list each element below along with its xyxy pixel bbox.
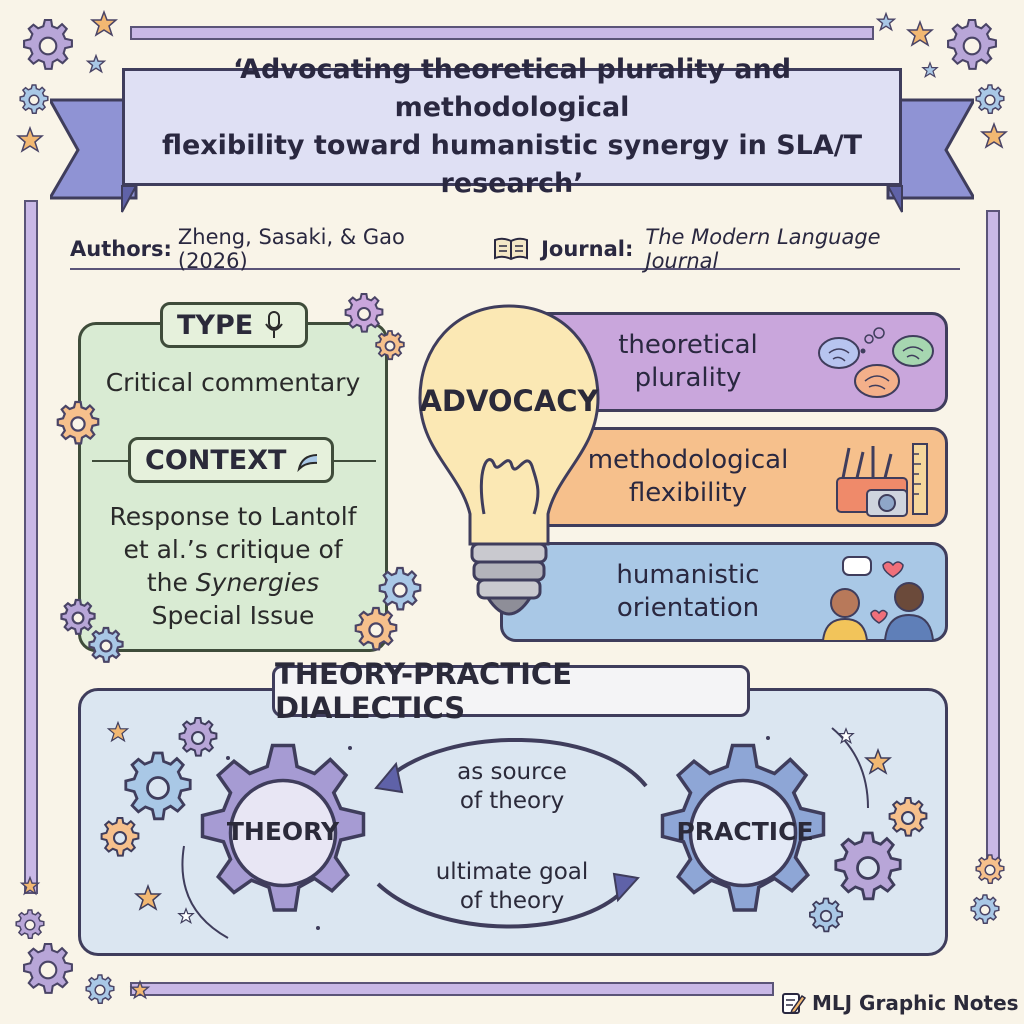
type-label: TYPE	[177, 309, 254, 341]
footer-label: MLJ Graphic Notes	[812, 991, 1019, 1015]
context-line-1: Response to Lantolf	[109, 502, 357, 531]
advocacy-band-humanistic-orientation: humanistic orientation	[500, 542, 948, 642]
band-label-line-1: humanistic	[616, 560, 760, 590]
context-line-3-emphasis: Synergies	[195, 568, 320, 597]
star-icon	[107, 721, 129, 742]
gear-icon	[970, 894, 1000, 924]
bottom-arrow-caption-line-2: of theory	[459, 888, 565, 914]
type-tag: TYPE	[160, 302, 308, 348]
gear-icon	[100, 816, 140, 857]
band-label-line-2: orientation	[616, 593, 760, 623]
dialectics-diagram	[100, 716, 928, 939]
theory-to-practice-arrow	[376, 882, 628, 929]
gear-icon	[375, 330, 405, 361]
band-label: theoretical plurality	[573, 329, 803, 395]
gear-icon	[344, 292, 384, 333]
context-line-3: the Synergies	[85, 566, 381, 599]
gear-icon	[19, 84, 49, 114]
band-label-line-1: theoretical	[618, 330, 758, 360]
gear-icon	[378, 566, 422, 611]
gear-icon	[56, 400, 100, 445]
star-icon	[178, 908, 194, 924]
journal-value: The Modern Language Journal	[645, 225, 881, 273]
gear-icon	[947, 18, 997, 70]
gear-icon	[178, 716, 218, 757]
theory-gear-label: THEORY	[226, 817, 340, 846]
citation-line: Authors: Zheng, Sasaki, & Gao (2026) Jou…	[70, 225, 960, 273]
gear-icon	[809, 897, 843, 933]
gear-icon	[354, 606, 398, 651]
advocacy-band-theoretical-plurality: theoretical plurality	[500, 312, 948, 412]
practice-to-theory-arrow	[386, 738, 648, 788]
gear-icon	[975, 84, 1005, 114]
top-arrow-caption-line-2: of theory	[459, 788, 565, 814]
journal-label: Journal:	[541, 237, 634, 261]
gear-icon	[85, 974, 115, 1004]
authors-label: Authors:	[70, 237, 172, 261]
gear-icon	[15, 909, 45, 939]
band-label: methodological flexibility	[573, 444, 803, 510]
gear-icon	[124, 751, 192, 821]
band-label-line-1: methodological	[587, 445, 789, 475]
authors-value: Zheng, Sasaki, & Gao (2026)	[177, 225, 405, 273]
gear-icon	[23, 18, 73, 70]
context-value: Response to Lantolf et al.’s critique of…	[85, 500, 381, 632]
people-conversation-icon	[821, 556, 935, 641]
type-context-panel	[78, 322, 388, 652]
top-arrow-caption-line-1: as source	[457, 759, 567, 785]
gear-icon	[88, 626, 124, 663]
star-icon	[865, 749, 891, 774]
bottom-rail	[130, 982, 774, 996]
advocacy-label: ADVOCACY	[419, 384, 599, 418]
notepad-pencil-icon	[782, 993, 806, 1015]
practice-gear-label: PRACTICE	[676, 817, 814, 846]
title-banner: ‘Advocating theoretical plurality and me…	[122, 54, 902, 199]
gear-icon	[23, 942, 73, 994]
context-line-4: Special Issue	[151, 601, 315, 630]
gear-icon	[834, 831, 902, 901]
practice-gear	[660, 743, 826, 912]
lightbulb-icon	[418, 304, 600, 616]
band-label-line-2: flexibility	[628, 478, 748, 508]
title-ribbon-tails	[50, 98, 974, 213]
left-rail	[24, 200, 38, 894]
bottom-arrow-caption-line-1: ultimate goal	[435, 859, 589, 885]
arrow-right-icon	[297, 454, 317, 473]
bottom-arrow-caption: ultimate goal of theory	[412, 858, 612, 916]
title-line-1: ‘Advocating theoretical plurality and me…	[232, 54, 792, 123]
brains-icon	[818, 327, 934, 398]
band-label-line-2: plurality	[634, 363, 742, 393]
top-rail	[130, 26, 874, 40]
book-icon	[494, 237, 529, 261]
microphone-icon	[265, 311, 284, 338]
gear-icon	[975, 854, 1005, 884]
band-label: humanistic orientation	[573, 559, 803, 625]
footer-credit: MLJ Graphic Notes	[780, 986, 1020, 1020]
title-line-2: flexibility toward humanistic synergy in…	[161, 130, 863, 199]
context-line-2: et al.’s critique of	[123, 535, 343, 564]
gear-icon	[888, 796, 928, 837]
context-label: CONTEXT	[145, 444, 287, 476]
toolbox-icon	[836, 443, 928, 517]
top-arrow-caption: as source of theory	[412, 758, 612, 816]
context-line-3-prefix: the	[146, 568, 196, 597]
context-tag: CONTEXT	[128, 437, 334, 483]
gear-icon	[60, 598, 96, 635]
theory-gear	[200, 743, 366, 912]
type-value: Critical commentary	[105, 368, 361, 397]
star-icon	[135, 885, 161, 910]
